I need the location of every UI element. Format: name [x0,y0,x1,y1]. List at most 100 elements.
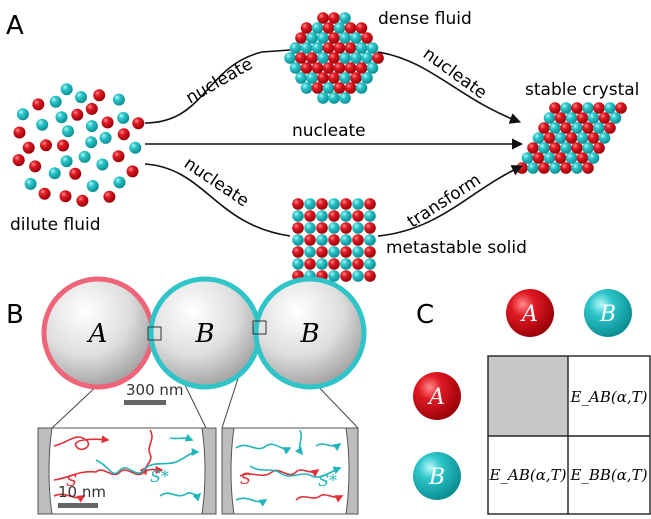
crystal-particle [560,122,572,134]
label-stable-crystal: stable crystal [525,80,639,100]
dense-particle [322,42,335,54]
dense-particle [355,42,368,54]
dense-particle [328,52,340,64]
dense-particle [339,72,351,84]
col-header-a: A [506,289,554,337]
matrix-cell-ab: E_AB(α,T) [570,388,648,406]
metastable-particle [316,234,328,246]
metastable-particle [292,258,304,270]
metastable-particle [364,210,376,222]
dense-particle [361,52,373,64]
dense-particle [350,32,362,44]
metastable-particle [292,222,304,234]
stable-crystal-cluster [516,102,627,174]
dense-particle [311,42,324,54]
metastable-particle [316,258,328,270]
metastable-particle [292,234,304,246]
arrow-dense-to-crystal [377,51,522,124]
dilute-particle [60,155,73,168]
metastable-particle [340,210,352,222]
scale-10nm-bar [58,503,98,508]
crystal-particle [576,132,589,144]
dilute-particle [93,89,106,102]
dense-particle [339,32,351,44]
dense-particle [300,62,313,74]
dilute-particle [29,160,42,173]
crystal-particle [571,142,583,154]
dilute-particle [85,136,98,149]
metastable-particle [304,198,316,210]
dense-particle [322,82,335,94]
metastable-particle [352,210,364,222]
metastable-particle [304,222,316,234]
metastable-particle [304,234,316,246]
dilute-particle [78,150,91,163]
dilute-particle [32,98,45,111]
crystal-particle [538,142,550,154]
dense-particle [311,82,324,94]
dense-particle [300,82,313,94]
dilute-particle [69,167,82,180]
arrow-metastable-to-crystal [377,165,524,237]
col-header-b-label: B [599,302,616,327]
dilute-particle [117,111,130,124]
label-nucleate-top-left: nucleate [183,54,257,108]
dilute-particle [112,93,125,106]
inset-right: S S* [221,427,359,515]
dilute-particle [62,125,74,138]
crystal-particle [527,162,539,174]
dense-particle [333,62,346,74]
crystal-particle [571,162,583,174]
metastable-particle [352,234,364,246]
dense-particle [344,22,357,34]
dilute-particle [57,139,69,152]
dense-particle [344,42,357,54]
dense-particle [289,42,302,54]
dense-particle [333,22,346,34]
metastable-particle [352,198,364,210]
crystal-particle [560,162,572,174]
dilute-particle [113,176,126,189]
dilute-particle [40,139,52,152]
strand-s-right: S [240,469,251,488]
row-header-b-label: B [428,465,445,490]
crystal-particle [543,132,556,144]
crystal-particle [532,152,545,164]
dense-particle [317,72,329,84]
crystal-particle [576,112,589,124]
metastable-solid-cluster [292,198,376,282]
metastable-particle [304,258,316,270]
metastable-particle [328,270,340,282]
dense-particle [372,52,384,64]
metastable-particle [352,258,364,270]
dense-particle [284,52,296,64]
label-nucleate-bottom-left: nucleate [180,154,252,212]
dense-particle [289,62,302,74]
crystal-particle [549,142,561,154]
sphere-b-right: B [253,276,367,390]
zoom-box-left [147,326,162,341]
crystal-particle [560,102,572,114]
crystal-particle [604,102,616,114]
dense-particle [355,82,368,94]
metastable-particle [364,234,376,246]
zoom-box-right [252,320,267,335]
dense-particle [328,32,340,44]
metastable-particle [328,198,340,210]
metastable-particle [316,210,328,222]
matrix-cell-bb: E_BB(α,T) [569,466,647,484]
dilute-particle [126,165,139,178]
dilute-particle [112,150,125,163]
arrow-dilute-to-dense [144,49,291,124]
dense-particle [355,62,368,74]
metastable-particle [340,234,352,246]
crystal-particle [598,132,611,144]
dilute-particle [13,126,26,139]
dense-particle [311,62,324,74]
metastable-particle [364,246,376,258]
dense-particle [333,42,346,54]
dilute-particle [71,108,84,121]
metastable-particle [292,210,304,222]
dilute-particle [96,158,109,171]
